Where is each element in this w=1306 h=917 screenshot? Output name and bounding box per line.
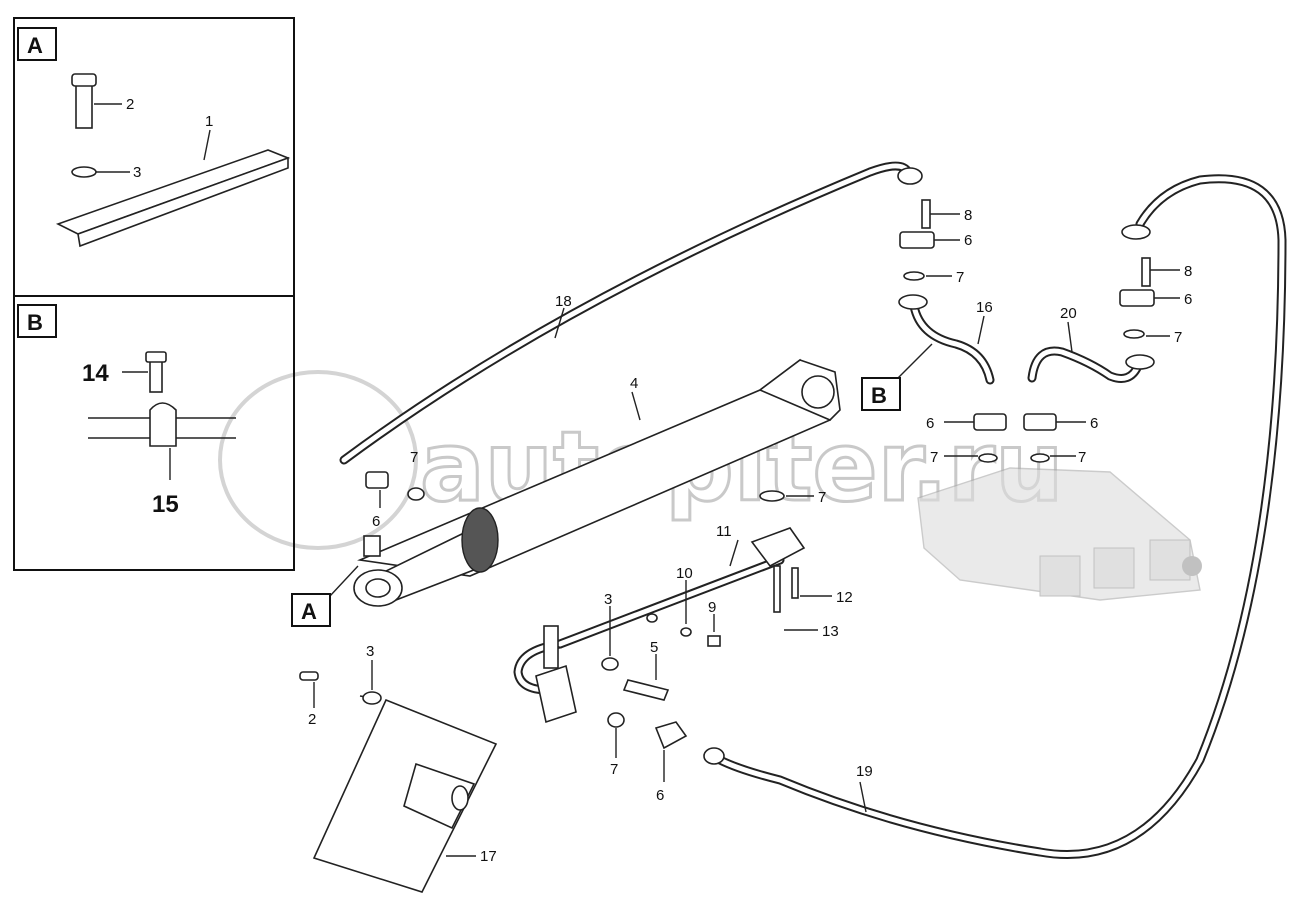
view-tag-b-text: B	[871, 383, 887, 408]
seal-7-cylinder	[759, 490, 785, 502]
label-8-left: 8	[964, 207, 972, 224]
label-19: 19	[856, 763, 873, 780]
label-20: 20	[1060, 305, 1077, 322]
label-17: 17	[480, 848, 497, 865]
label-7-rear: 7	[410, 449, 418, 466]
detail-b-parts	[88, 351, 236, 480]
hose-20	[1027, 346, 1155, 383]
valve-seal-stack-left	[899, 199, 960, 281]
label-6-right: 6	[1184, 291, 1192, 308]
label-7-right: 7	[1174, 329, 1182, 346]
detail-b-label-15: 15	[152, 491, 179, 518]
label-18: 18	[555, 293, 572, 310]
control-valve-block	[917, 467, 1202, 601]
hose-19	[703, 174, 1287, 860]
label-7-left: 7	[956, 269, 964, 286]
label-11: 11	[716, 523, 732, 540]
label-8-right: 8	[1184, 263, 1192, 280]
callout-labels: 18 4 16 20 8 6 7 8 6 7 6 6 7 7 7 7 6 11 …	[308, 207, 1192, 865]
detail-a-tag-box	[17, 27, 57, 61]
view-tag-a-text: A	[301, 599, 317, 624]
cover-plate	[299, 660, 498, 893]
view-tag-b: B	[861, 343, 933, 411]
detail-a-parts	[55, 73, 291, 248]
hydraulic-cylinder	[353, 358, 841, 607]
label-13: 13	[822, 623, 839, 640]
label-9: 9	[708, 599, 716, 616]
label-7-cylinder: 7	[818, 489, 826, 506]
label-3-plate: 3	[366, 643, 374, 660]
label-6-rear: 6	[372, 513, 380, 530]
label-5: 5	[650, 639, 658, 656]
label-6-left: 6	[964, 232, 972, 249]
label-16: 16	[976, 299, 993, 316]
label-4: 4	[630, 375, 638, 392]
label-6-mid-right: 6	[1090, 415, 1098, 432]
detail-b-tag: B	[27, 310, 43, 335]
label-10: 10	[676, 565, 693, 582]
detail-a-label-3: 3	[133, 164, 141, 181]
label-7-bottom: 7	[610, 761, 618, 778]
hose-16	[898, 294, 995, 385]
valve-clamps-mid	[944, 413, 1086, 463]
detail-a-label-2: 2	[126, 96, 134, 113]
valve-seal-stack-right	[1119, 257, 1180, 339]
label-3-mid: 3	[604, 591, 612, 608]
detail-a-tag: A	[27, 33, 43, 58]
label-7-mid-left: 7	[930, 449, 938, 466]
view-tag-a: A	[291, 565, 359, 627]
label-6-mid-left: 6	[926, 415, 934, 432]
detail-a-label-1: 1	[205, 113, 213, 130]
bolt-stack	[601, 580, 721, 701]
label-7-mid-right: 7	[1078, 449, 1086, 466]
detail-b-label-14: 14	[82, 360, 109, 387]
detail-b-tag-box	[17, 304, 57, 338]
label-6-bottom: 6	[656, 787, 664, 804]
detail-b-frame	[13, 295, 295, 571]
tube-11	[513, 527, 832, 695]
manifold-block	[535, 625, 688, 782]
label-12: 12	[836, 589, 853, 606]
label-2-plate: 2	[308, 711, 316, 728]
hose-18	[339, 161, 923, 465]
cylinder-fittings	[363, 471, 425, 557]
